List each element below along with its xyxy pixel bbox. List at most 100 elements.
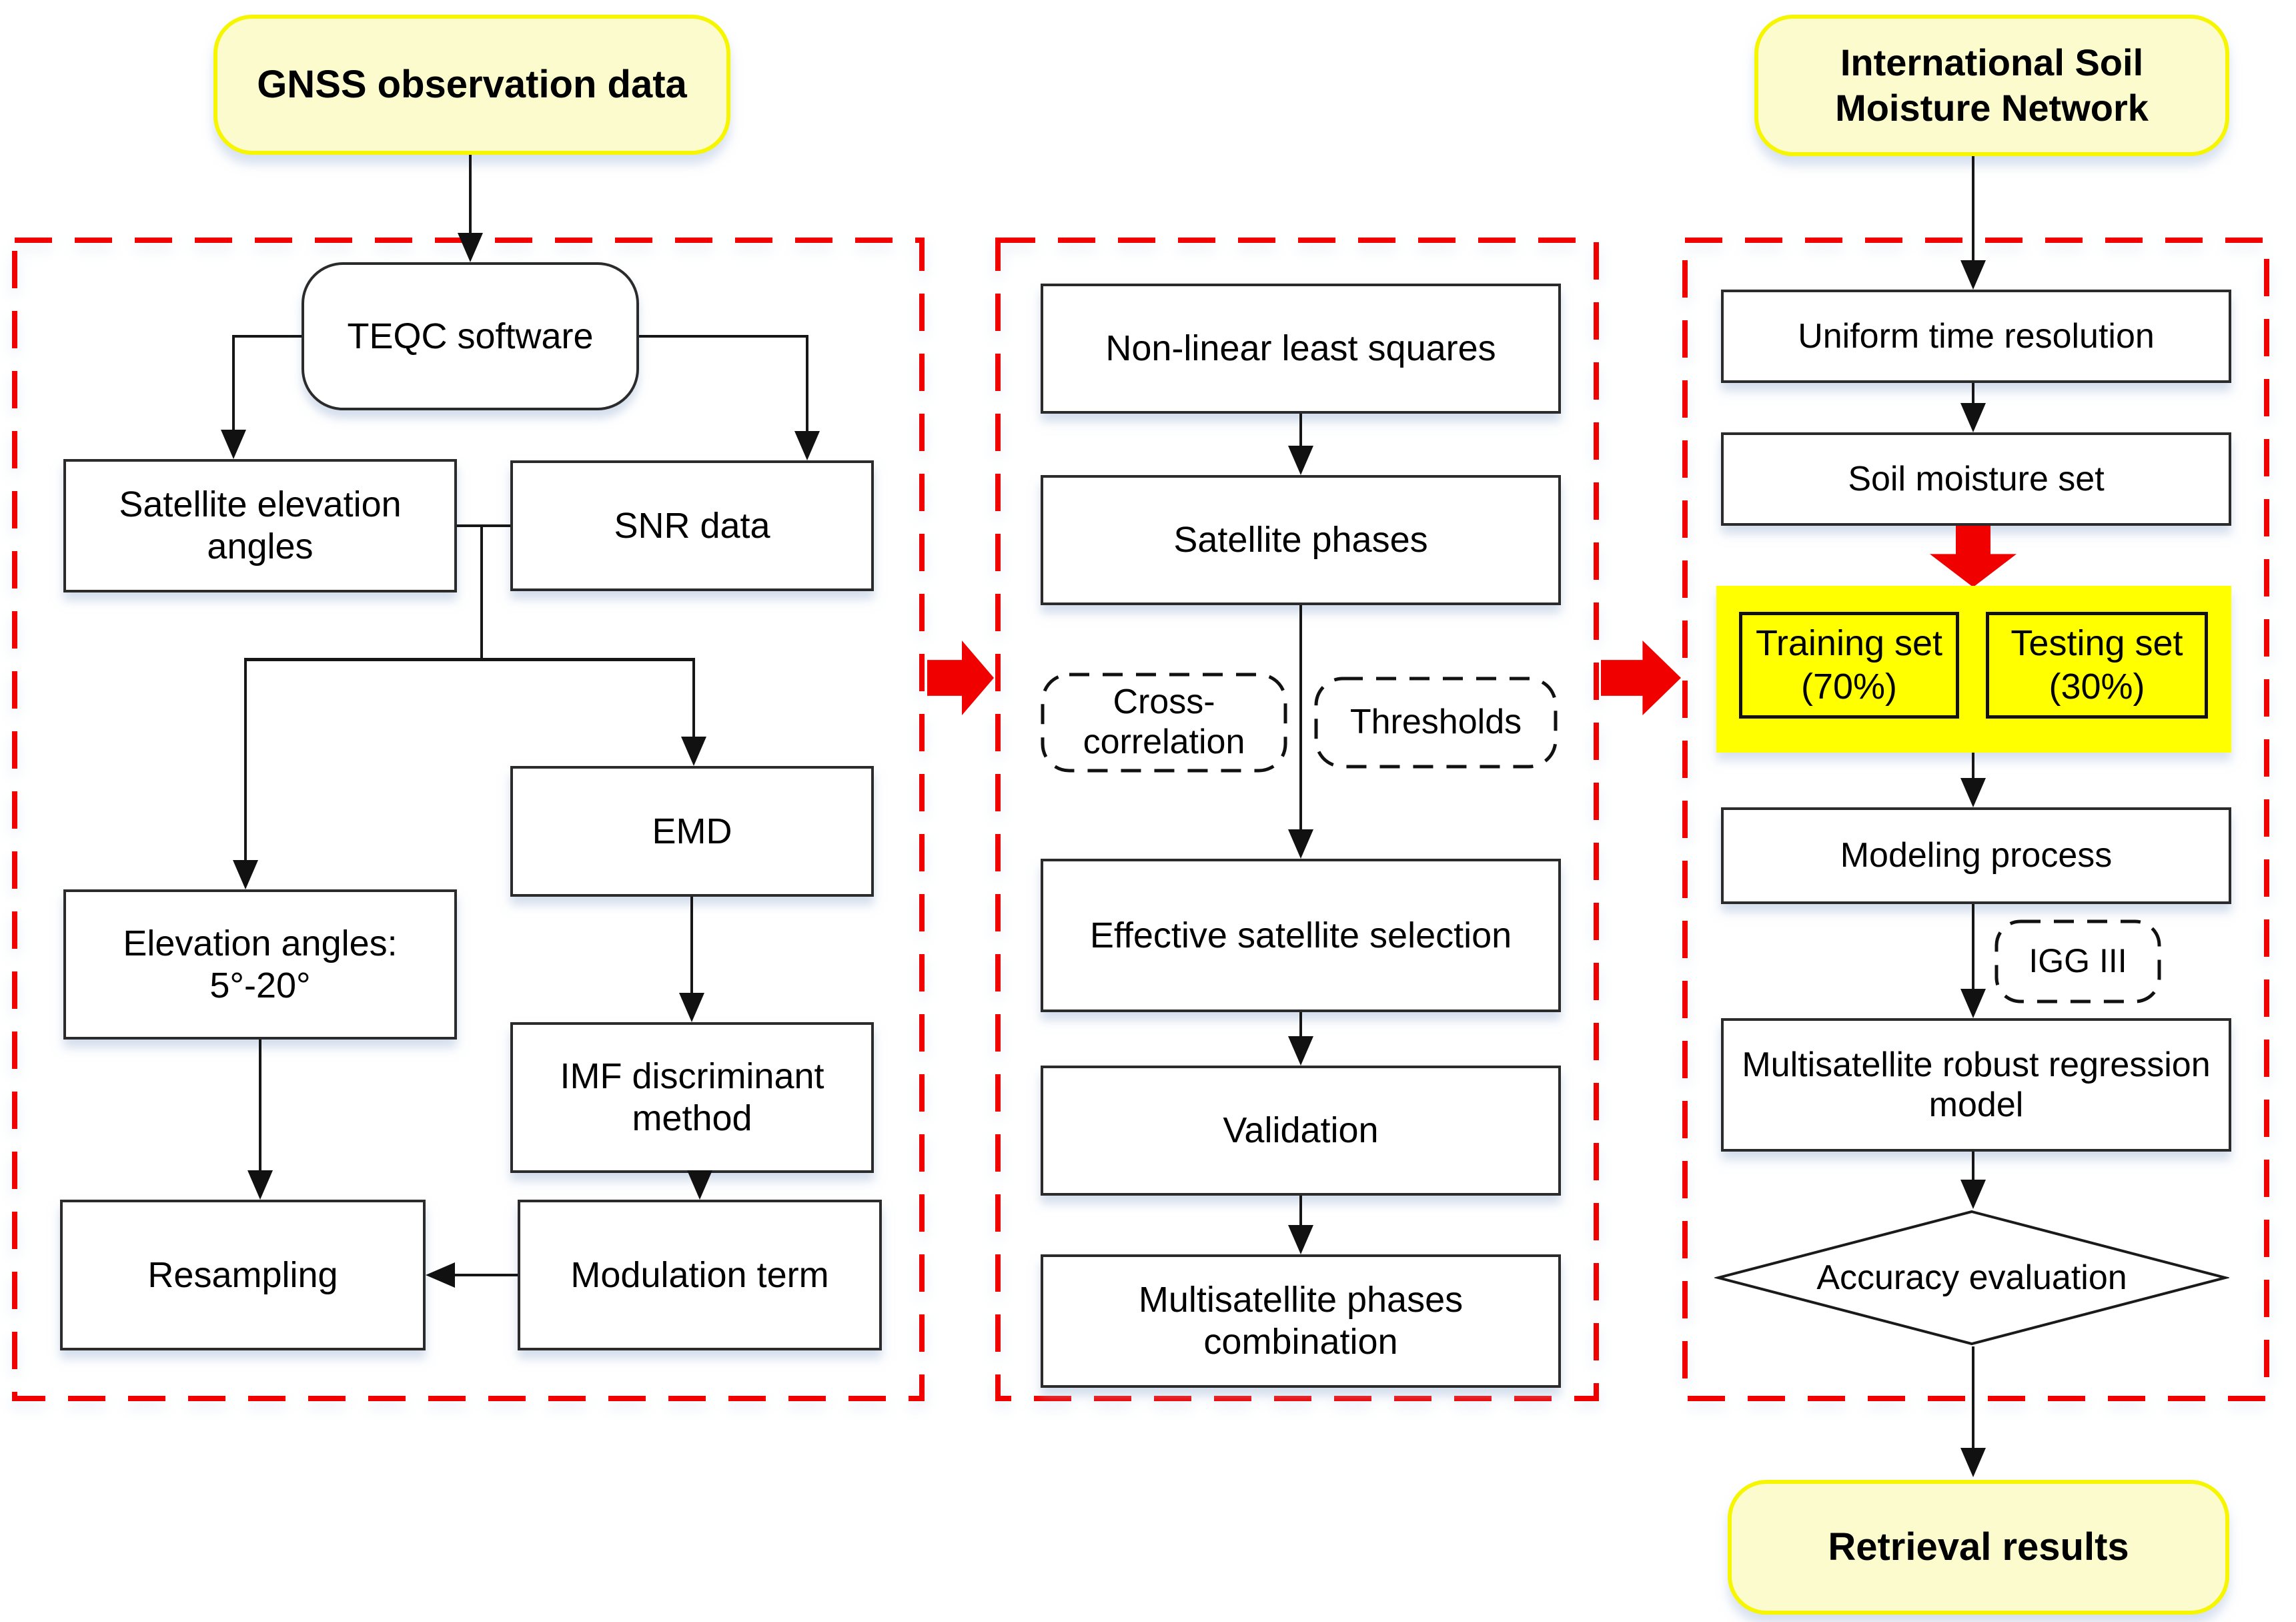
node-retrieval-results-label: Retrieval results [1828, 1525, 2129, 1569]
node-testing-set-label: Testing set (30%) [2011, 623, 2183, 707]
node-uniform-time-label: Uniform time resolution [1798, 316, 2155, 356]
arrowhead-split-modeling [1960, 778, 1986, 807]
node-cross-correlation: Cross-correlation [1041, 673, 1287, 773]
arrowhead-split-emd [681, 737, 706, 766]
node-modeling-process: Modeling process [1721, 807, 2231, 904]
connector-gnss-teqc-line [469, 155, 472, 235]
node-accuracy-evaluation-label: Accuracy evaluation [1816, 1258, 2127, 1297]
node-ismn-label: International Soil Moisture Network [1835, 41, 2149, 129]
arrowhead-emd-imf [679, 993, 704, 1022]
arrowhead-gnss-teqc [458, 233, 483, 262]
connector-robust-diamond [1972, 1152, 1974, 1182]
node-modulation-label: Modulation term [570, 1254, 829, 1295]
node-snr-data: SNR data [510, 460, 874, 591]
node-training-set-label: Training set (70%) [1755, 623, 1943, 707]
node-gnss-label: GNSS observation data [257, 62, 687, 106]
node-accuracy-evaluation: Accuracy evaluation [1714, 1210, 2229, 1346]
node-cross-correlation-label: Cross-correlation [1083, 683, 1245, 761]
node-satellite-phases: Satellite phases [1041, 475, 1561, 605]
node-effective-satellite-selection: Effective satellite selection [1041, 859, 1561, 1012]
node-resampling: Resampling [60, 1200, 426, 1350]
connector-diamond-retrieval [1972, 1346, 1974, 1451]
arrowhead-split-elevation-angles [233, 860, 258, 889]
connector-elev-resampling [259, 1040, 261, 1173]
node-retrieval-results: Retrieval results [1728, 1480, 2229, 1615]
connector-uniform-soil [1972, 383, 1974, 404]
node-elevation-angles-label: Elevation angles: 5°-20° [123, 923, 398, 1005]
node-emd: EMD [510, 766, 874, 897]
arrowhead-modeling-robust [1960, 989, 1986, 1018]
node-teqc-software: TEQC software [302, 262, 639, 410]
node-modulation-term: Modulation term [518, 1200, 882, 1350]
connector-teqc-left-h [233, 335, 302, 338]
node-thresholds: Thresholds [1314, 677, 1558, 769]
arrowhead-modulation-resampling [426, 1262, 455, 1288]
node-nonlinear-least-squares: Non-linear least squares [1041, 284, 1561, 414]
connector-teqc-right-h [639, 335, 807, 338]
node-multisat-robust-label: Multisatellite robust regression model [1742, 1045, 2211, 1124]
red-arrow-panel1-to-panel2 [927, 641, 994, 715]
node-testing-set: Testing set (30%) [1986, 612, 2208, 719]
connector-teqc-left-v [232, 335, 235, 432]
node-satellite-elevation-label: Satellite elevation angles [119, 484, 402, 566]
connector-modulation-resampling [454, 1274, 518, 1276]
node-multisatellite-robust-regression: Multisatellite robust regression model [1721, 1018, 2231, 1152]
node-validation: Validation [1041, 1066, 1561, 1196]
connector-teqc-right-v [806, 335, 808, 434]
connector-satelev-snr-h [457, 524, 510, 527]
node-resampling-label: Resampling [147, 1254, 338, 1295]
arrowhead-validation-multisat [1288, 1225, 1313, 1254]
panel-retrieval-modeling [1682, 238, 2269, 1401]
node-igg3-label: IGG III [2029, 942, 2127, 980]
arrowhead-satphases-effsel [1288, 829, 1313, 859]
arrowhead-effsel-validation [1288, 1036, 1313, 1066]
node-emd-label: EMD [652, 811, 732, 851]
node-snr-label: SNR data [614, 505, 770, 546]
node-modeling-label: Modeling process [1840, 836, 2113, 875]
node-soil-moisture-label: Soil moisture set [1848, 459, 2105, 498]
arrowhead-diamond-retrieval [1960, 1448, 1986, 1477]
node-imf-label: IMF discriminant method [560, 1056, 824, 1138]
node-thresholds-label: Thresholds [1349, 703, 1522, 742]
connector-emd-imf [690, 897, 693, 995]
red-arrow-panel2-to-panel3 [1601, 641, 1681, 715]
thresholds-dashed-border [1314, 677, 1558, 769]
connector-nlls-satphases [1299, 414, 1302, 449]
node-igg3: IGG III [1994, 919, 2161, 1003]
node-satellite-elevation-angles: Satellite elevation angles [63, 459, 457, 592]
node-effective-selection-label: Effective satellite selection [1089, 915, 1512, 955]
node-teqc-label: TEQC software [347, 316, 594, 356]
arrowhead-uniform-soil [1960, 403, 1986, 432]
arrowhead-elev-resampling [247, 1170, 273, 1200]
connector-satphases-effsel [1299, 605, 1302, 832]
arrowhead-nlls-satphases [1288, 446, 1313, 475]
arrowhead-imf-modulation [687, 1170, 712, 1200]
connector-ismn-uniform [1972, 156, 1974, 260]
connector-split-h [245, 658, 695, 661]
arrowhead-ismn-uniform [1960, 260, 1986, 290]
cross-correlation-dashed-border [1041, 673, 1287, 773]
node-training-set: Training set (70%) [1739, 612, 1959, 719]
panel-phase-estimation [995, 238, 1599, 1401]
connector-split-right-v [692, 658, 695, 739]
node-validation-label: Validation [1223, 1110, 1379, 1151]
node-elevation-angles-range: Elevation angles: 5°-20° [63, 889, 457, 1040]
node-soil-moisture-set: Soil moisture set [1721, 432, 2231, 526]
connector-split-left-v [244, 658, 247, 863]
node-satellite-phases-label: Satellite phases [1173, 520, 1428, 560]
node-ismn: International Soil Moisture Network [1754, 15, 2229, 156]
arrowhead-robust-diamond [1960, 1180, 1986, 1209]
igg3-dashed-border [1994, 919, 2161, 1003]
node-nlls-label: Non-linear least squares [1105, 328, 1496, 369]
node-multisat-phases-label: Multisatellite phases combination [1138, 1280, 1464, 1362]
connector-split-modeling [1972, 753, 1974, 781]
node-multisatellite-phases-combination: Multisatellite phases combination [1041, 1254, 1561, 1388]
node-uniform-time-resolution: Uniform time resolution [1721, 290, 2231, 383]
connector-modeling-robust [1972, 904, 1974, 991]
node-imf-discriminant: IMF discriminant method [510, 1022, 874, 1173]
connector-junction-v [480, 524, 483, 659]
arrowhead-teqc-snr [794, 431, 820, 460]
arrowhead-teqc-satelev [221, 430, 246, 459]
connector-validation-multisat [1299, 1196, 1302, 1228]
